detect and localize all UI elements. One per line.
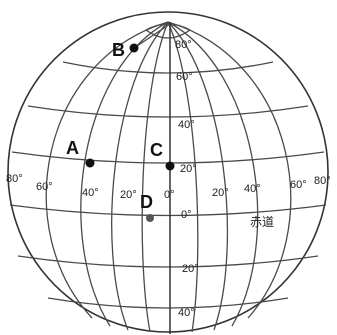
equator-label: 赤道	[250, 215, 274, 229]
meridian-w40	[111, 21, 169, 331]
meridians	[45, 21, 292, 333]
lon-e40-label: 40°	[244, 183, 261, 195]
lon-e60-label: 60°	[290, 179, 307, 191]
lat-20n-label: 20°	[180, 163, 197, 175]
meridian-w20	[141, 21, 169, 333]
point-b-marker	[129, 43, 139, 53]
point-c-label: C	[150, 140, 163, 160]
lon-w60-label: 60°	[36, 181, 53, 193]
point-a-marker	[85, 158, 95, 168]
meridian-e40	[167, 21, 229, 331]
lat-40s-label: 40°	[178, 307, 195, 319]
point-a-label: A	[66, 138, 79, 158]
meridian-w80	[45, 21, 169, 319]
lat-40n-label: 40°	[178, 119, 195, 131]
lat-0-label: 0°	[181, 209, 192, 221]
lon-w40-label: 40°	[82, 187, 99, 199]
point-c-marker	[165, 161, 175, 171]
lon-e20-label: 20°	[212, 187, 229, 199]
meridian-e60	[167, 21, 259, 327]
meridian-e20	[167, 21, 199, 333]
lon-w80-label: 80°	[6, 173, 23, 185]
b-pole-line	[133, 23, 171, 49]
lat-20s-label: 20°	[182, 263, 199, 275]
point-b-label: B	[112, 40, 125, 60]
point-d-marker	[146, 214, 154, 222]
parallel-80n	[145, 29, 191, 39]
lon-w20-label: 20°	[120, 189, 137, 201]
equator	[9, 204, 327, 217]
lat-60-label: 60°	[176, 71, 193, 83]
lat-80-label: 80°	[175, 39, 192, 51]
globe-outline	[7, 11, 329, 333]
point-d-label: D	[140, 192, 153, 212]
parallel-60n	[62, 61, 274, 74]
meridian-e80	[167, 21, 292, 319]
parallel-40n	[27, 105, 309, 118]
lon-e80-label: 80°	[314, 175, 331, 187]
lon-0-label: 0°	[164, 189, 175, 201]
parallel-40s	[47, 297, 289, 309]
